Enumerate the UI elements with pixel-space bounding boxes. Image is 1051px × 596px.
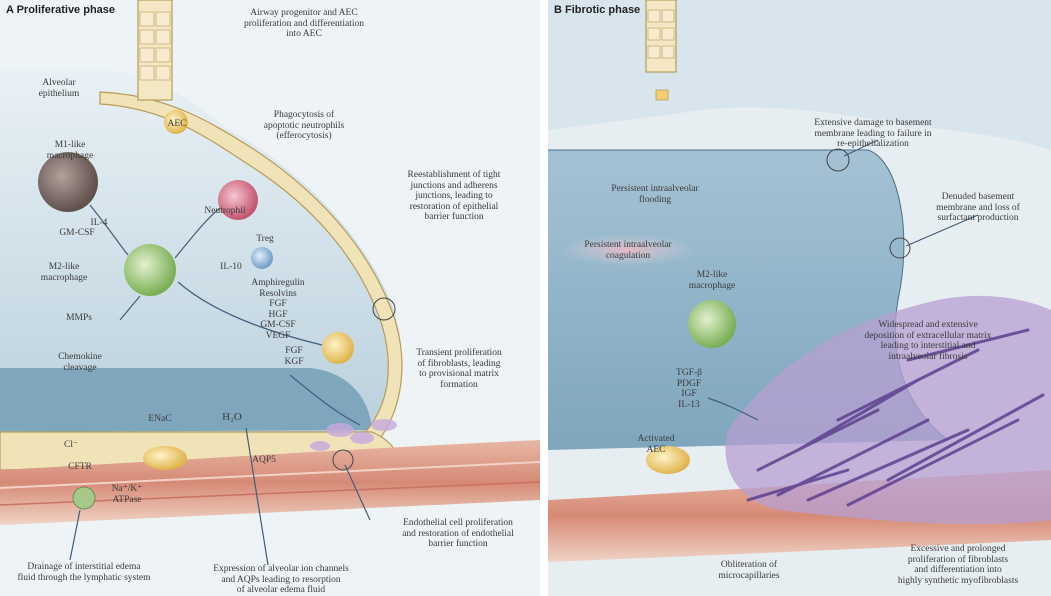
mmps-label: MMPs bbox=[54, 313, 104, 324]
enac-label: ENaC bbox=[142, 414, 178, 425]
endothelial-proliferation-label: Endothelial cell proliferation and resto… bbox=[378, 518, 538, 550]
gm-csf-label: GM-CSF bbox=[52, 228, 102, 239]
alveolar-epithelium-label: Alveolar epithelium bbox=[14, 78, 104, 99]
m2-macrophage-label: M2-like macrophage bbox=[672, 270, 752, 291]
persistent-edema-label: Persistent intraalveolar flooding bbox=[590, 184, 720, 205]
fibrotic-phase-illustration bbox=[548, 0, 1051, 596]
drainage-label: Drainage of interstitial edema fluid thr… bbox=[0, 562, 168, 583]
panel-title: B Fibrotic phase bbox=[554, 4, 640, 16]
coagulation-label: Persistent intraalveolar coagulation bbox=[568, 240, 688, 261]
chemokine-cleavage-label: Chemokine cleavage bbox=[40, 352, 120, 373]
treg-label: Treg bbox=[250, 234, 280, 245]
reestablishment-label: Reestablishment of tight junctions and a… bbox=[374, 170, 534, 223]
cytokines-label: Amphiregulin Resolvins FGF HGF GM-CSF VE… bbox=[238, 278, 318, 341]
aqp5-label: AQP5 bbox=[244, 455, 284, 466]
phagocytosis-label: Phagocytosis of apoptotic neutrophils (e… bbox=[224, 110, 384, 142]
expression-label: Expression of alveolar ion channels and … bbox=[186, 564, 376, 596]
airway-progenitor-label: Airway progenitor and AEC proliferation … bbox=[214, 8, 394, 40]
activated-aec-label: Activated AEC bbox=[626, 434, 686, 455]
na-k-atpase-label: Na⁺/K⁺ ATPase bbox=[92, 484, 162, 505]
il10-label: IL-10 bbox=[216, 262, 246, 273]
deposition-label: Widespread and extensive deposition of e… bbox=[828, 320, 1028, 362]
proliferative-phase-panel: A Proliferative phase Alveolar epitheliu… bbox=[0, 0, 540, 596]
extensive-damage-label: Extensive damage to basement membrane le… bbox=[788, 118, 958, 150]
aec2-label: AEC bbox=[162, 119, 192, 130]
transient-proliferation-label: Transient proliferation of fibroblasts, … bbox=[384, 348, 534, 390]
fibroblasts-label: Excessive and prolonged proliferation of… bbox=[868, 544, 1048, 586]
panel-title: A Proliferative phase bbox=[6, 4, 115, 16]
h2o-label: H₂O bbox=[214, 412, 250, 423]
neutrophil-label: Neutrophil bbox=[190, 206, 260, 217]
fibrotic-phase-panel: B Fibrotic phase Extensive damage to bas… bbox=[548, 0, 1051, 596]
cl-label: Cl⁻ bbox=[56, 440, 86, 451]
il4-label: IL-4 bbox=[84, 218, 114, 229]
denuded-membrane-label: Denuded basement membrane and loss of su… bbox=[908, 192, 1048, 224]
m1-macrophage-label: M1-like macrophage bbox=[30, 140, 110, 161]
cftr-label: CFTR bbox=[60, 462, 100, 473]
obliteration-label: Obliteration of microcapillaries bbox=[694, 560, 804, 581]
fgf-kgf-label: FGF KGF bbox=[274, 346, 314, 367]
m2-macrophage-label: M2-like macrophage bbox=[24, 262, 104, 283]
tgf-label: TGF-β PDGF IGF IL-13 bbox=[664, 368, 714, 410]
